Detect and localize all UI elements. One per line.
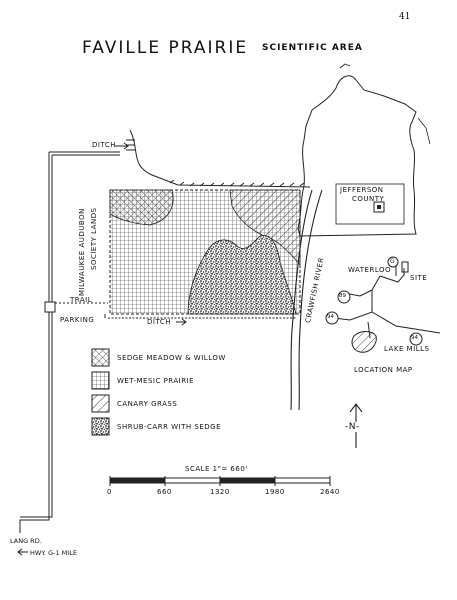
legend-item-canary-grass: CANARY GRASS <box>117 400 178 408</box>
site-label: SITE <box>410 274 428 282</box>
location-map-label: LOCATION MAP <box>354 366 413 374</box>
route-94-left-shield <box>325 311 339 325</box>
canary-grass-area <box>229 189 301 267</box>
route-89-shield <box>337 290 351 304</box>
ditch-bottom <box>104 314 296 319</box>
scale-label: SCALE 1"= 660' <box>185 465 248 473</box>
crawfish-river <box>290 189 323 411</box>
legend-item-sedge-meadow: SEDGE MEADOW & WILLOW <box>117 354 226 362</box>
waterloo-label: WATERLOO <box>348 266 392 274</box>
sedge-meadow-area <box>109 189 174 226</box>
ditch-top-label: DITCH <box>92 141 116 149</box>
hwy-label: HWY. G-1 MILE <box>30 549 77 557</box>
scale-tick-2640: 2640 <box>320 488 340 496</box>
legend-item-shrub-carr: SHRUB-CARR WITH SEDGE <box>117 423 222 431</box>
scale-tick-0: 0 <box>107 488 112 496</box>
access-road <box>19 151 120 533</box>
lake-mills-label: LAKE MILLS <box>384 345 430 353</box>
lake-mills-lake <box>351 331 377 353</box>
legend-item-wet-mesic-prairie: WET-MESIC PRAIRIE <box>117 377 195 385</box>
route-94-right-label: 94 <box>411 335 418 341</box>
wisconsin-outline <box>297 75 417 237</box>
route-94-left-label: 94 <box>327 314 334 320</box>
route-g-shield <box>387 256 399 268</box>
audubon-label-line1: MILWAUKEE AUDUBON <box>78 208 86 296</box>
scale-bar <box>109 476 331 486</box>
route-g-label: G <box>390 258 395 265</box>
map-title: FAVILLE PRAIRIE <box>82 38 249 58</box>
county-label-line1: JEFFERSON <box>340 186 384 194</box>
ditch-top <box>126 129 311 188</box>
page-number: 41 <box>399 12 411 22</box>
ditch-bottom-label: DITCH <box>147 318 171 326</box>
scale-tick-1320: 1320 <box>210 488 230 496</box>
audubon-label-line2: SOCIETY LANDS <box>90 207 98 270</box>
county-label-line2: COUNTY <box>352 195 385 203</box>
lang-road-label: LANG RD. <box>10 537 42 545</box>
shrub-carr-area <box>187 234 297 315</box>
jefferson-county-box <box>335 183 405 225</box>
map-subtitle: SCIENTIFIC AREA <box>262 43 363 53</box>
parking-box <box>44 301 56 313</box>
scale-tick-1980: 1980 <box>265 488 285 496</box>
route-94-right-shield <box>409 332 423 346</box>
scale-tick-660: 660 <box>157 488 172 496</box>
north-label: -N- <box>345 422 360 432</box>
legend-swatches <box>91 348 110 436</box>
parking-label: PARKING <box>60 316 95 324</box>
route-89-label: 89 <box>339 293 346 299</box>
trail-label: TRAIL <box>70 296 93 304</box>
